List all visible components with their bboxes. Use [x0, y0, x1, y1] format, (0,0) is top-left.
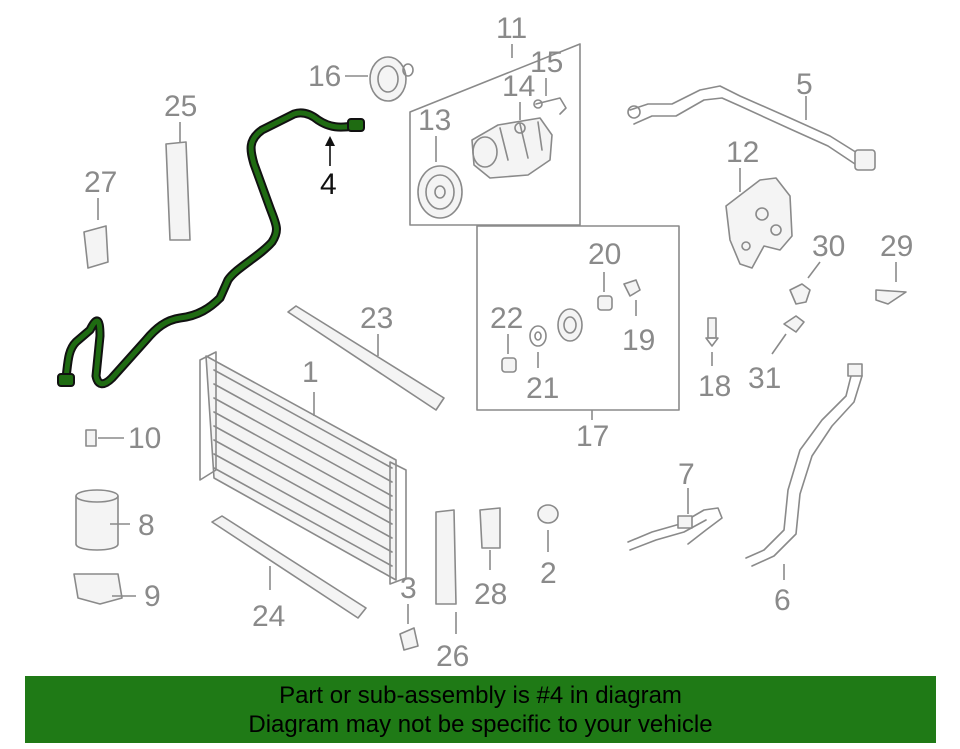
callout-26: 26	[436, 640, 469, 673]
callout-14: 14	[502, 70, 535, 103]
callout-28: 28	[474, 578, 507, 611]
callout-18: 18	[698, 370, 731, 403]
seal-26	[435, 509, 457, 634]
valve-31	[771, 315, 805, 355]
callout-20: 20	[588, 238, 621, 271]
ac-line-part-7	[627, 488, 723, 551]
callout-13: 13	[418, 104, 451, 137]
callout-24: 24	[252, 600, 285, 633]
bracket-3	[399, 604, 419, 651]
compressor-bracket	[725, 168, 793, 269]
callout-16: 16	[308, 60, 341, 93]
pressure-switch	[533, 78, 567, 115]
callout-4: 4	[320, 168, 337, 201]
notice-line-2: Diagram may not be specific to your vehi…	[248, 711, 713, 738]
grommet-2	[537, 504, 559, 552]
callout-8: 8	[138, 509, 155, 542]
ac-hose-part-4	[57, 108, 365, 389]
callout-25: 25	[164, 90, 197, 123]
callout-19: 19	[622, 324, 655, 357]
condenser	[199, 351, 407, 585]
bolt-18	[705, 317, 719, 366]
callout-30: 30	[812, 230, 845, 263]
compressor-clutch	[417, 136, 463, 219]
ac-hose-part-5	[627, 85, 876, 171]
callout-1: 1	[302, 356, 319, 389]
seal-25	[165, 122, 191, 241]
seal-kit-box	[476, 225, 680, 420]
callout-11: 11	[496, 12, 527, 45]
callout-29: 29	[880, 230, 913, 263]
notice-banner: Part or sub-assembly is #4 in diagram Di…	[25, 676, 936, 743]
pulley	[345, 56, 414, 102]
notice-line-1: Part or sub-assembly is #4 in diagram	[279, 682, 682, 709]
callout-27: 27	[84, 166, 117, 199]
compressor-body	[471, 102, 553, 179]
bracket-27	[83, 198, 109, 269]
callout-7: 7	[678, 458, 695, 491]
seal-23	[287, 305, 445, 411]
callout-6: 6	[774, 584, 791, 617]
seal-24	[211, 515, 367, 619]
callout-12: 12	[726, 136, 759, 169]
callout-21: 21	[526, 372, 559, 405]
callout-22: 22	[490, 302, 523, 335]
callout-3: 3	[400, 572, 417, 605]
receiver-drier	[75, 489, 130, 551]
clip-30	[789, 261, 821, 305]
bracket-28	[479, 507, 501, 570]
callout-2: 2	[540, 557, 557, 590]
callout-10: 10	[128, 422, 161, 455]
compressor-assembly-box	[409, 43, 581, 226]
callout-31: 31	[748, 362, 781, 395]
ac-hose-part-6	[745, 363, 863, 580]
callout-9: 9	[144, 580, 161, 613]
bracket-29	[875, 262, 907, 305]
callout-23: 23	[360, 302, 393, 335]
valve-10	[85, 429, 124, 447]
callout-17: 17	[576, 420, 609, 453]
callout-labels: 1 2 3 4 5 6 7 8 9 10 11 12 13 14 15 16 1…	[84, 12, 913, 673]
callout-15: 15	[530, 46, 563, 79]
callout-5: 5	[796, 68, 813, 101]
drier-bracket	[73, 573, 136, 605]
